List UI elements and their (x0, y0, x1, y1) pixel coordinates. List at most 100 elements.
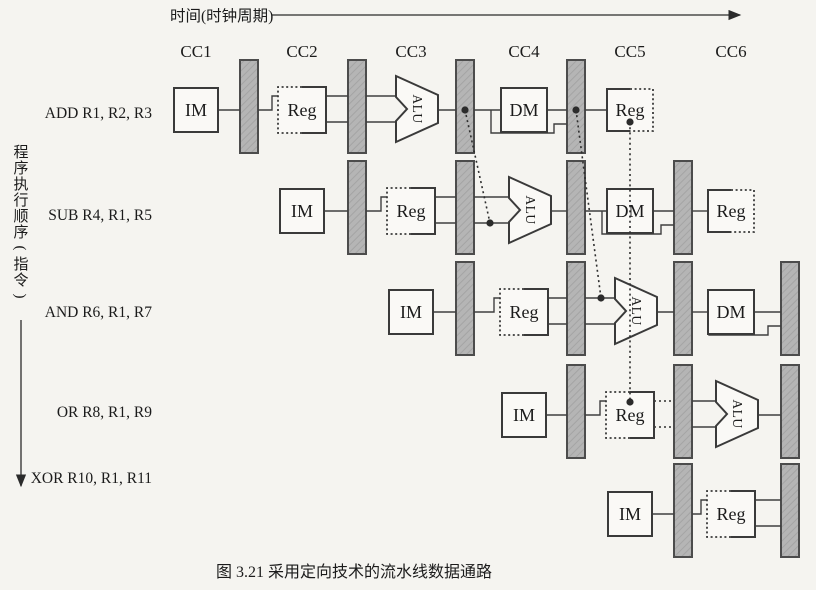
reg-box-solid-edge (302, 86, 327, 134)
stage-label: Reg (717, 504, 746, 524)
pipeline-register-bar (673, 463, 693, 558)
instruction-label: AND R6, R1, R7 (45, 304, 152, 321)
pipeline-register-bar (455, 160, 475, 255)
reg-box (707, 491, 755, 537)
column-header: CC2 (286, 42, 317, 61)
reg-box-dashed-edge (277, 86, 302, 134)
instruction-label: XOR R10, R1, R11 (31, 470, 152, 487)
dm-bypass-wire (601, 211, 674, 235)
reg-box-dashed-edge (386, 187, 411, 235)
im-box (501, 392, 547, 438)
pipeline-register-bar (455, 261, 475, 356)
stage-label: IM (513, 405, 535, 425)
time-axis-label: 时间(时钟周期) (170, 7, 273, 25)
column-header: CC1 (180, 42, 211, 61)
stage-label: IM (291, 201, 313, 221)
reg-box-dashed-edge (706, 490, 731, 538)
stage-label: Reg (616, 100, 645, 120)
alu-shape (508, 175, 552, 245)
alu-shape (614, 276, 658, 346)
datapath-wire (258, 95, 278, 111)
forwarding-layer (461, 106, 634, 406)
pipeline-register-bar (780, 261, 800, 356)
dm-box (707, 289, 755, 335)
datapath-wire (692, 499, 707, 515)
stage-label: ALU (523, 195, 538, 224)
stage-label: Reg (510, 302, 539, 322)
forward-junction-dot (626, 118, 634, 126)
pipeline-register-bar (566, 160, 586, 255)
im-box (388, 289, 434, 335)
datapath-wire (366, 196, 387, 212)
im-box (607, 491, 653, 537)
forward-path (464, 109, 491, 224)
stage-label: ALU (730, 399, 745, 428)
pipeline-register-bar (239, 59, 259, 154)
reg-box-solid-edge (731, 490, 756, 538)
pipeline-register-bar (347, 59, 367, 154)
reg-box (387, 188, 435, 234)
reg-box-solid-edge (606, 88, 630, 132)
forward-junction-dot (597, 294, 605, 302)
reg-box-solid-edge (630, 391, 655, 439)
reg-box-solid-edge (524, 288, 549, 336)
stage-label: IM (400, 302, 422, 322)
program-order-label-char: 执 (13, 176, 28, 193)
datapath-wire (474, 297, 500, 313)
forward-path (575, 109, 602, 299)
im-box (279, 188, 325, 234)
pipeline-register-bar (780, 463, 800, 558)
reg-box (278, 87, 326, 133)
program-order-label-char: ) (12, 294, 28, 299)
alu-shape (715, 379, 759, 449)
reg-box-dashed-edge (499, 288, 524, 336)
forward-junction-dot (572, 106, 580, 114)
pipeline-register-bar (673, 364, 693, 459)
instruction-row: IM Reg ALU (501, 364, 800, 459)
stage-label: ALU (410, 94, 425, 123)
instruction-label: OR R8, R1, R9 (57, 404, 152, 421)
dm-bypass-wire (490, 110, 567, 134)
reg-box-solid-edge (707, 189, 731, 233)
dm-box (500, 87, 548, 133)
forward-junction-dot (461, 106, 469, 114)
stage-label: ALU (629, 296, 644, 325)
column-header: CC4 (508, 42, 540, 61)
stage-label: IM (619, 504, 641, 524)
pipeline-register-bar (566, 261, 586, 356)
alu-shape (395, 74, 439, 144)
reg-box-solid-edge (411, 187, 436, 235)
program-order-label-char: 程 (13, 144, 28, 161)
instruction-row: IM Reg (607, 463, 800, 558)
pipeline-register-bar (347, 160, 367, 255)
stage-label: DM (509, 100, 538, 120)
program-order-label-char: ( (12, 246, 28, 251)
pipeline-register-bar (673, 261, 693, 356)
column-header: CC6 (715, 42, 746, 61)
pipeline-register-bar (673, 160, 693, 255)
forward-junction-dot (486, 219, 494, 227)
stage-label: Reg (288, 100, 317, 120)
program-order-label-char: 指 (13, 256, 28, 273)
stage-label: Reg (397, 201, 426, 221)
pipeline-register-bar (780, 364, 800, 459)
im-box (173, 87, 219, 133)
figure-caption: 图 3.21 采用定向技术的流水线数据通路 (216, 563, 492, 581)
stage-label: Reg (616, 405, 645, 425)
datapath-wire (585, 400, 606, 416)
reg-box (708, 190, 754, 232)
pipeline-register-bar (566, 364, 586, 459)
column-header: CC3 (395, 42, 426, 61)
forward-junction-dot (626, 398, 634, 406)
program-order-label-char: 序 (13, 160, 28, 177)
program-order-label-char: 顺 (13, 208, 28, 225)
instruction-label: ADD R1, R2, R3 (45, 105, 152, 122)
program-order-label-char: 序 (13, 224, 28, 241)
program-order-label-char: 令 (13, 272, 28, 289)
